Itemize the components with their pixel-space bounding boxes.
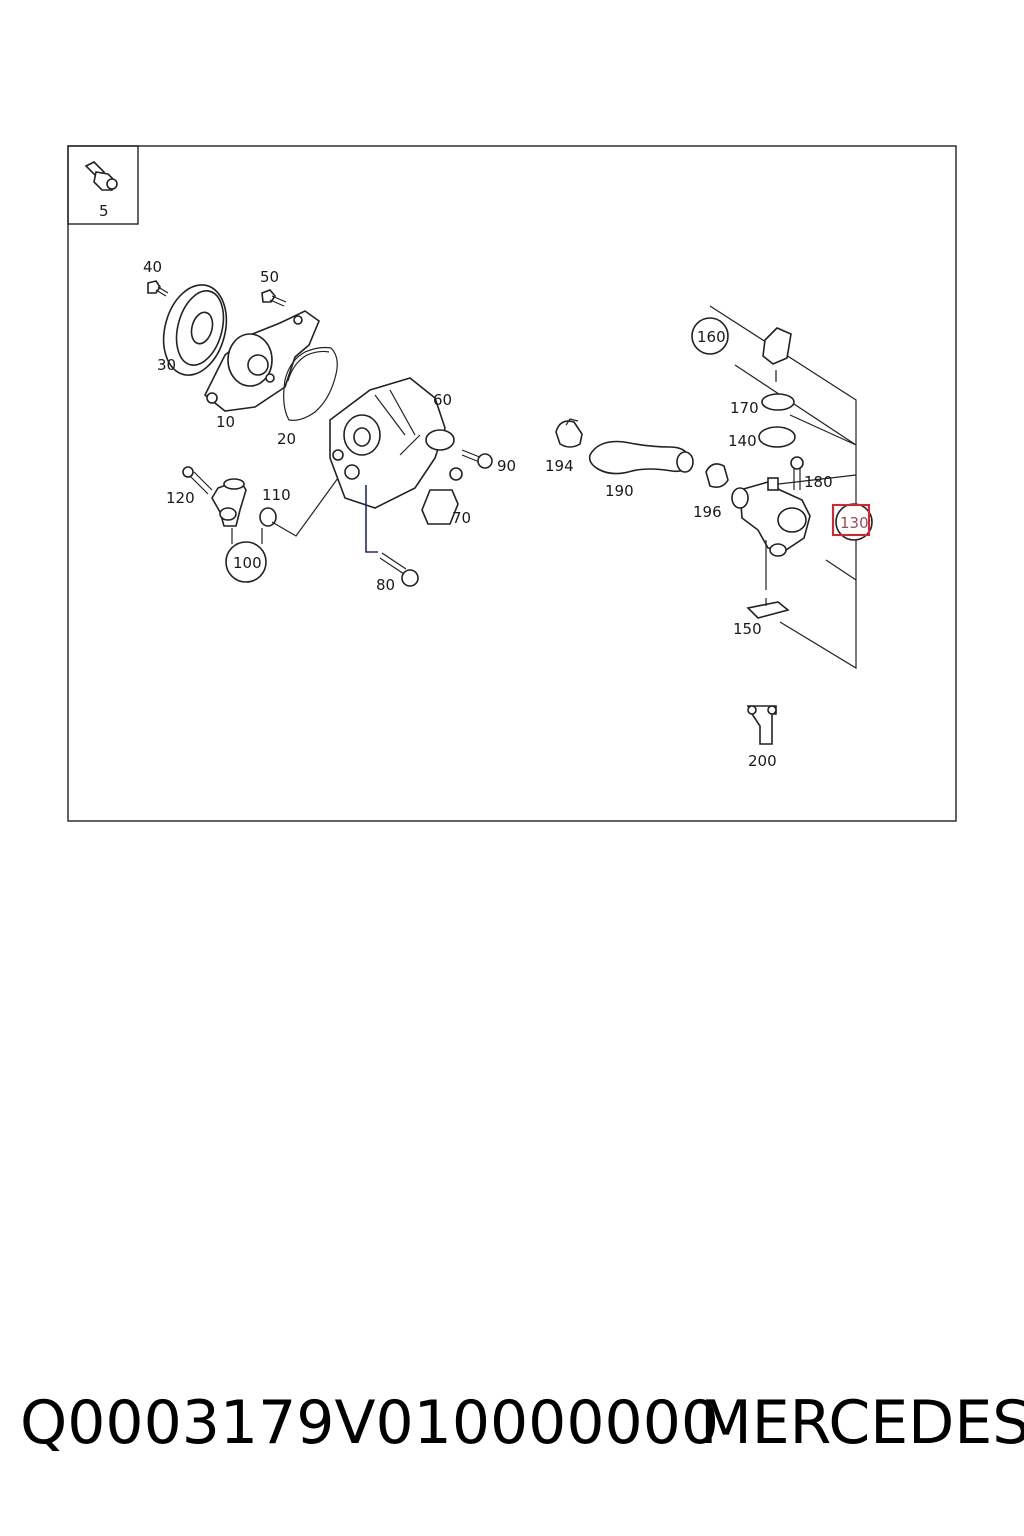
label-180: 180 xyxy=(804,473,833,491)
bracket-200 xyxy=(746,705,777,745)
clamp-196 xyxy=(705,463,729,488)
o-ring-110 xyxy=(259,507,277,527)
label-50: 50 xyxy=(260,268,279,286)
inset-box xyxy=(67,145,139,225)
screw-180 xyxy=(790,456,804,490)
sensor-160 xyxy=(762,327,792,382)
o-ring-170 xyxy=(761,393,795,411)
callout-160 xyxy=(691,317,729,355)
part-code: Q0003179V010000000 xyxy=(20,1388,720,1458)
label-110: 110 xyxy=(262,486,291,504)
label-70: 70 xyxy=(452,509,471,527)
label-100: 100 xyxy=(233,554,262,572)
label-40: 40 xyxy=(143,258,162,276)
hose-190 xyxy=(588,440,694,475)
label-10: 10 xyxy=(216,413,235,431)
label-130: 130 xyxy=(840,514,869,532)
diagram-frame xyxy=(67,145,957,822)
callout-100 xyxy=(225,541,267,583)
label-160: 160 xyxy=(697,328,726,346)
water-pump-10 xyxy=(203,310,320,412)
label-80: 80 xyxy=(376,576,395,594)
connector-100 xyxy=(211,478,247,527)
inset-label: 5 xyxy=(99,202,109,220)
label-120: 120 xyxy=(166,489,195,507)
pulley-30 xyxy=(162,284,228,376)
bolt-90 xyxy=(461,449,493,469)
screw-120 xyxy=(182,466,213,495)
gasket-20 xyxy=(283,346,338,421)
label-60: 60 xyxy=(433,391,452,409)
label-194: 194 xyxy=(545,457,574,475)
footer: Q0003179V010000000 MERCEDES xyxy=(0,1388,1024,1468)
brand-name: MERCEDES xyxy=(700,1388,1024,1458)
label-30: 30 xyxy=(157,356,176,374)
bolt-80 xyxy=(365,485,419,587)
clamp-194 xyxy=(555,418,583,448)
thermostat-housing-130 xyxy=(731,477,811,590)
label-190: 190 xyxy=(605,482,634,500)
seal-150 xyxy=(746,598,790,619)
label-150: 150 xyxy=(733,620,762,638)
cap-70 xyxy=(421,467,463,525)
bolt-40 xyxy=(147,280,169,297)
label-20: 20 xyxy=(277,430,296,448)
inset-sensor-icon xyxy=(84,161,118,191)
label-196: 196 xyxy=(693,503,722,521)
label-90: 90 xyxy=(497,457,516,475)
highlight-box-130 xyxy=(832,504,870,536)
leader-100 xyxy=(231,477,339,544)
label-200: 200 xyxy=(748,752,777,770)
bolt-50 xyxy=(261,289,287,307)
gasket-140 xyxy=(758,426,796,448)
housing-60 xyxy=(329,377,455,509)
label-140: 140 xyxy=(728,432,757,450)
label-170: 170 xyxy=(730,399,759,417)
